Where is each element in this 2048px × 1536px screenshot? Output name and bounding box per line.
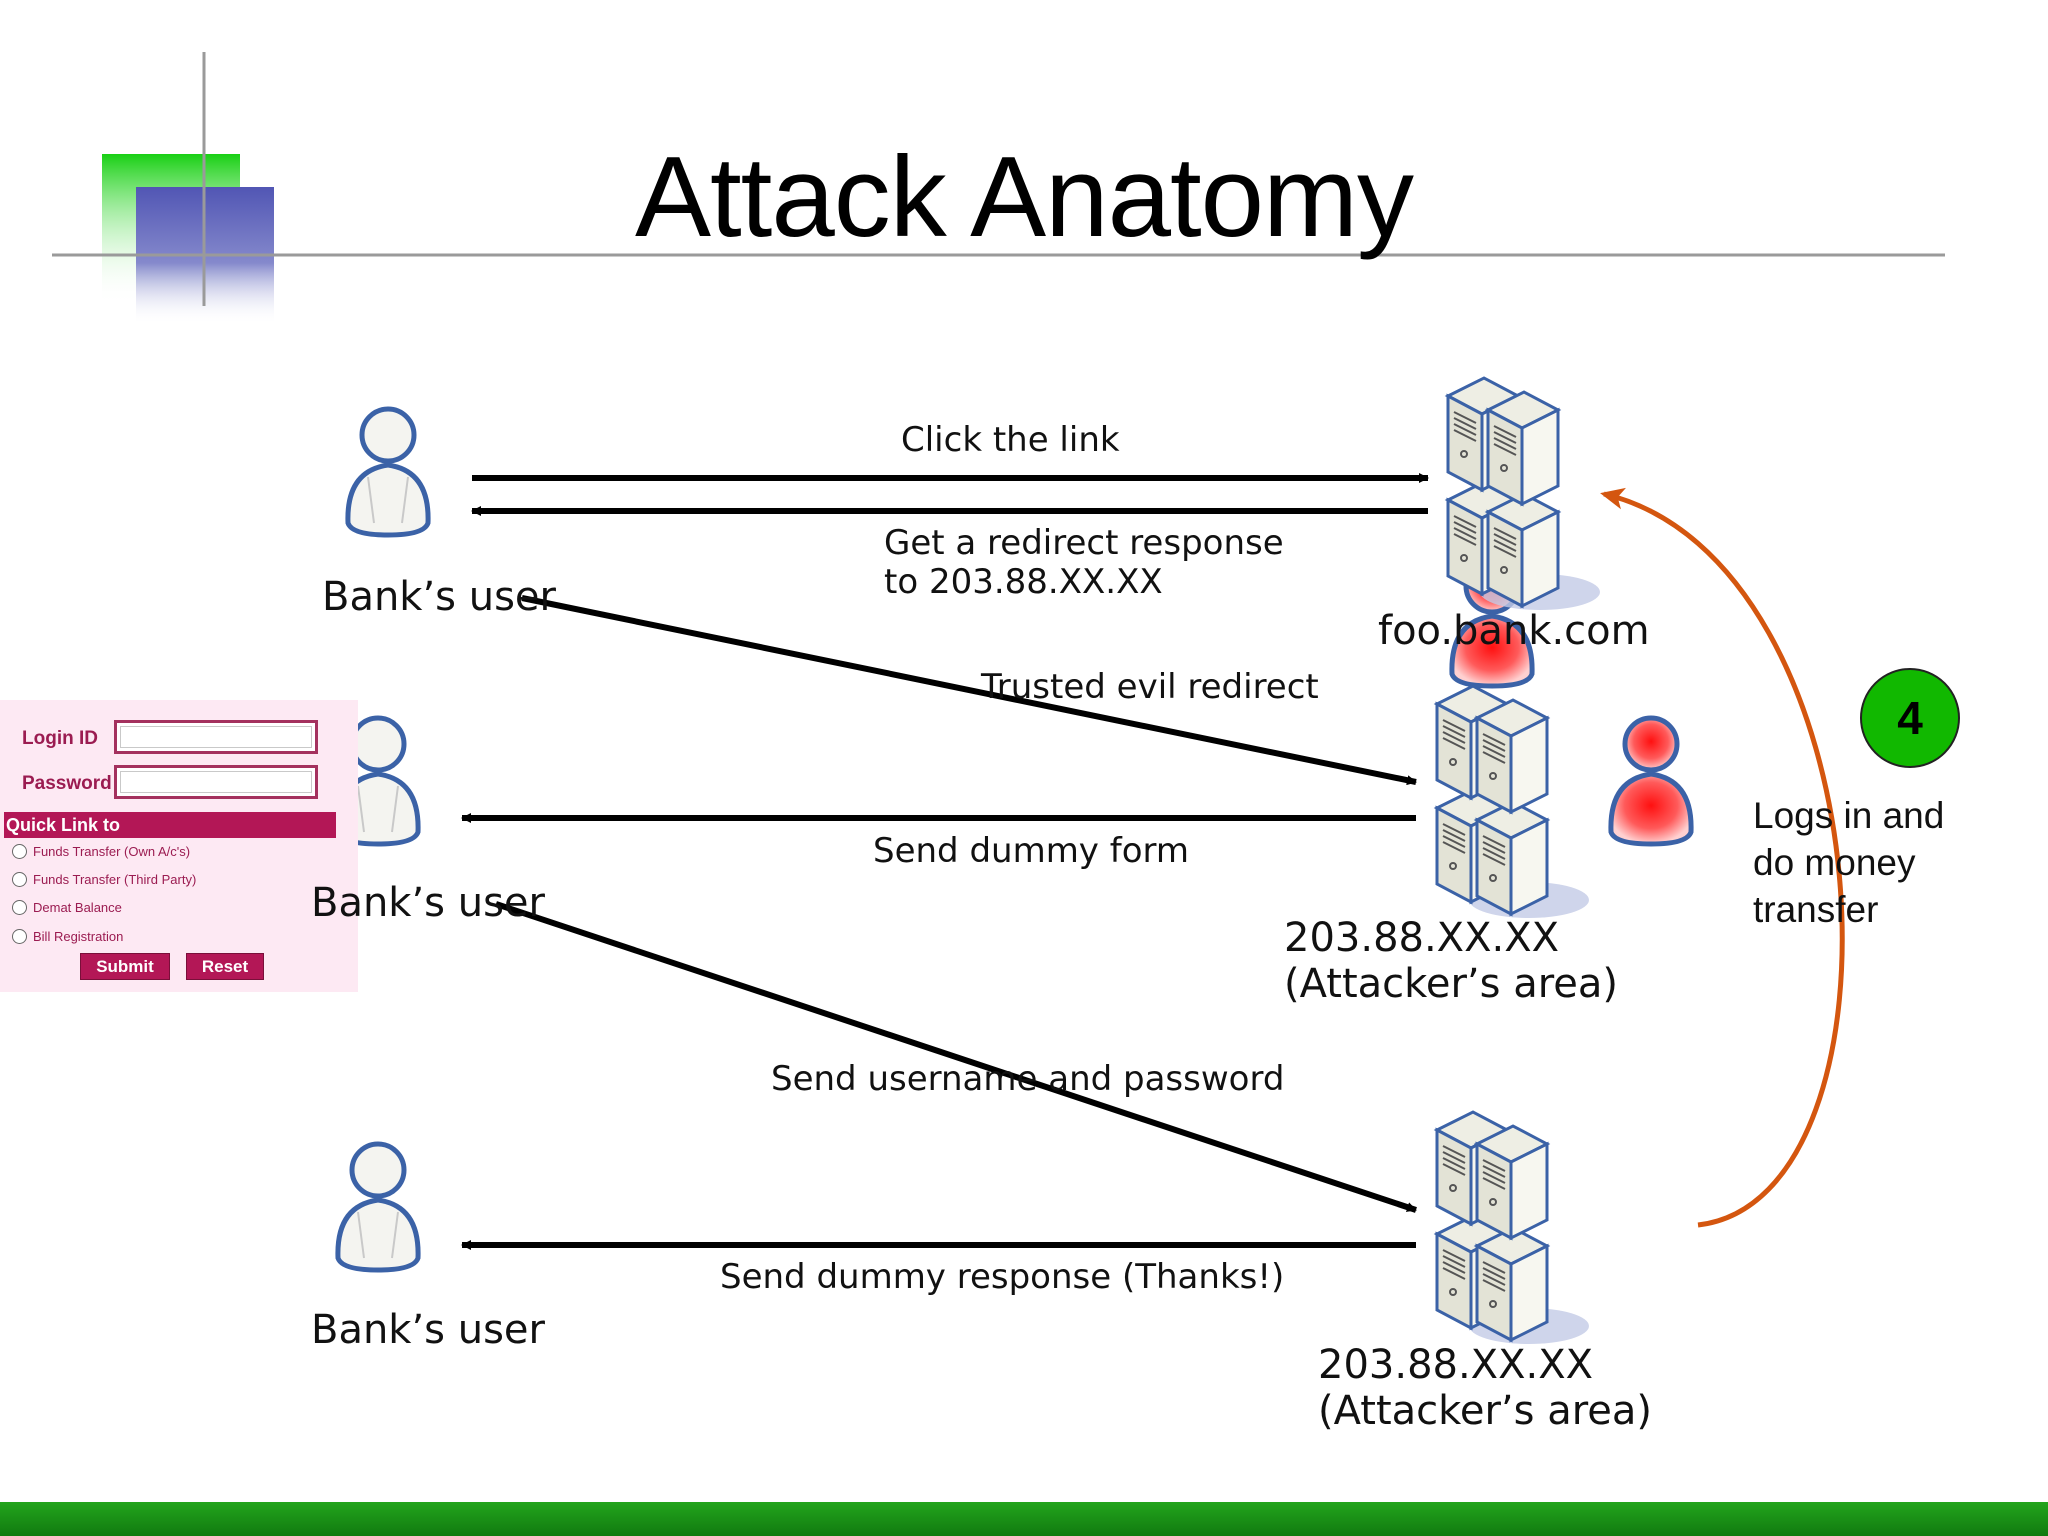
label-bank-user-2: Bank’s user bbox=[311, 880, 545, 926]
label-attacker-area-2: (Attacker’s area) bbox=[1318, 1388, 1653, 1434]
slide-title: Attack Anatomy bbox=[634, 134, 1414, 261]
dummy-login-form: Login ID Password Quick Link to Funds Tr… bbox=[0, 700, 358, 992]
attack-diagram bbox=[0, 0, 1845, 1500]
arrow-trusted-redirect bbox=[521, 595, 1417, 786]
label-trusted-redirect: Trusted evil redirect bbox=[981, 667, 1319, 707]
attacker-icon bbox=[1611, 718, 1691, 844]
submit-button[interactable]: Submit bbox=[80, 953, 170, 980]
step-badge: 4 bbox=[1860, 668, 1960, 768]
label-redirect-line1: Get a redirect response bbox=[884, 523, 1284, 563]
label-send-credentials: Send username and password bbox=[771, 1059, 1285, 1099]
option-funds-transfer-third[interactable]: Funds Transfer (Third Party) bbox=[12, 872, 196, 887]
attacker-server-icon-1 bbox=[1437, 686, 1589, 918]
label-dummy-response: Send dummy response (Thanks!) bbox=[720, 1257, 1285, 1297]
reset-button[interactable]: Reset bbox=[186, 953, 264, 980]
radio-icon[interactable] bbox=[12, 872, 27, 887]
label-click-link: Click the link bbox=[901, 420, 1120, 460]
option-demat-balance[interactable]: Demat Balance bbox=[12, 900, 122, 915]
label-redirect-line2: to 203.88.XX.XX bbox=[884, 562, 1163, 602]
header-decoration bbox=[52, 52, 1945, 325]
label-attacker-area-1: (Attacker’s area) bbox=[1284, 961, 1619, 1007]
label-attacker-ip-2: 203.88.XX.XX bbox=[1318, 1342, 1593, 1388]
label-bank-server: foo.bank.com bbox=[1378, 608, 1650, 654]
bottom-bar bbox=[0, 1502, 2048, 1536]
user-icon-3 bbox=[338, 1144, 418, 1270]
radio-icon[interactable] bbox=[12, 900, 27, 915]
label-bank-user-3: Bank’s user bbox=[311, 1307, 545, 1353]
quick-link-header: Quick Link to bbox=[4, 812, 336, 838]
option-bill-registration[interactable]: Bill Registration bbox=[12, 929, 123, 944]
password-input[interactable] bbox=[114, 765, 318, 799]
option-funds-transfer-own[interactable]: Funds Transfer (Own A/c's) bbox=[12, 844, 190, 859]
password-label: Password bbox=[22, 773, 112, 794]
label-attacker-ip-1: 203.88.XX.XX bbox=[1284, 915, 1559, 961]
label-dummy-form: Send dummy form bbox=[873, 831, 1190, 871]
step-description: Logs in and do money transfer bbox=[1753, 795, 1945, 930]
user-icon-1 bbox=[348, 409, 428, 535]
arrow-send-credentials bbox=[495, 901, 1417, 1213]
label-bank-user-1: Bank’s user bbox=[322, 574, 556, 620]
radio-icon[interactable] bbox=[12, 929, 27, 944]
arc-money-transfer bbox=[1600, 487, 1845, 1228]
login-id-label: Login ID bbox=[22, 728, 98, 749]
login-id-input[interactable] bbox=[114, 720, 318, 754]
radio-icon[interactable] bbox=[12, 844, 27, 859]
attacker-server-icon-2 bbox=[1437, 1112, 1589, 1344]
bank-server-icon bbox=[1448, 378, 1600, 610]
